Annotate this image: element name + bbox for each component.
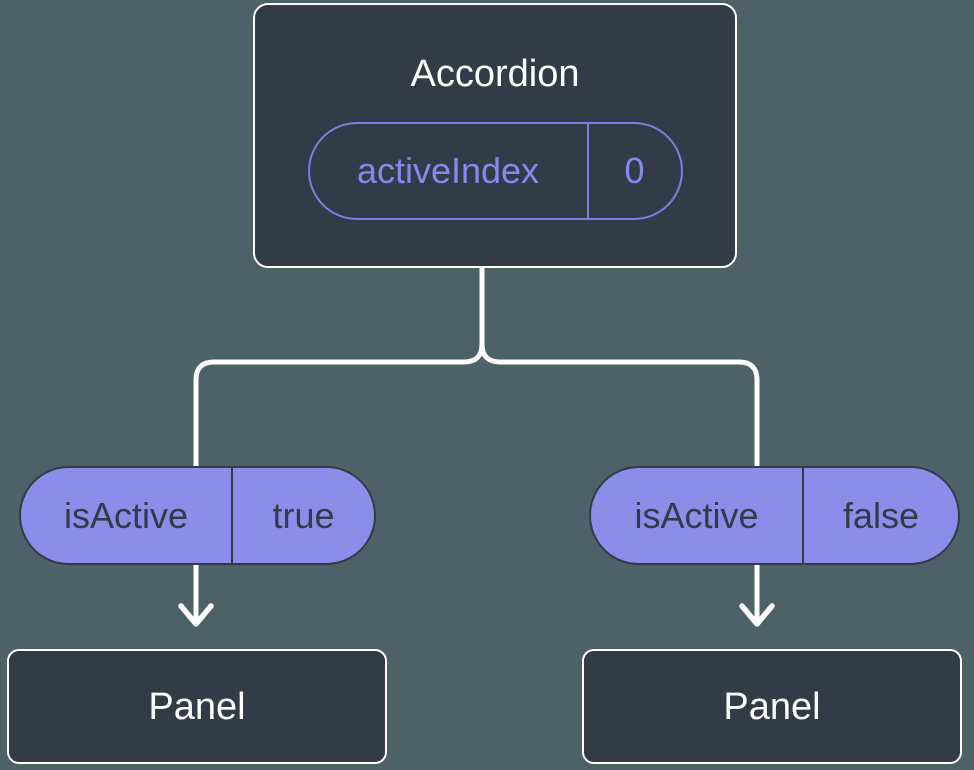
panel-node-right: Panel (582, 649, 962, 764)
prop-value-label: false (802, 468, 958, 563)
connector-right-branch (479, 265, 760, 624)
prop-value-label: 0 (586, 123, 681, 218)
panel-title: Panel (148, 685, 246, 728)
panel-node-left: Panel (7, 649, 387, 764)
active-index-prop-pill: activeIndex 0 (307, 121, 683, 220)
accordion-title: Accordion (410, 52, 580, 95)
connector-left-branch (193, 265, 485, 624)
accordion-node: Accordion activeIndex 0 (253, 3, 737, 268)
panel-title: Panel (723, 685, 821, 728)
arrow-down-right-icon (739, 603, 775, 627)
arrow-down-left-icon (178, 603, 214, 627)
prop-value-label: true (231, 468, 374, 563)
prop-name-label: isActive (634, 494, 759, 536)
is-active-pill-right: isActive false (589, 466, 960, 565)
is-active-pill-left: isActive true (19, 466, 376, 565)
prop-name-label: activeIndex (356, 149, 540, 191)
prop-name-label: isActive (63, 494, 189, 536)
